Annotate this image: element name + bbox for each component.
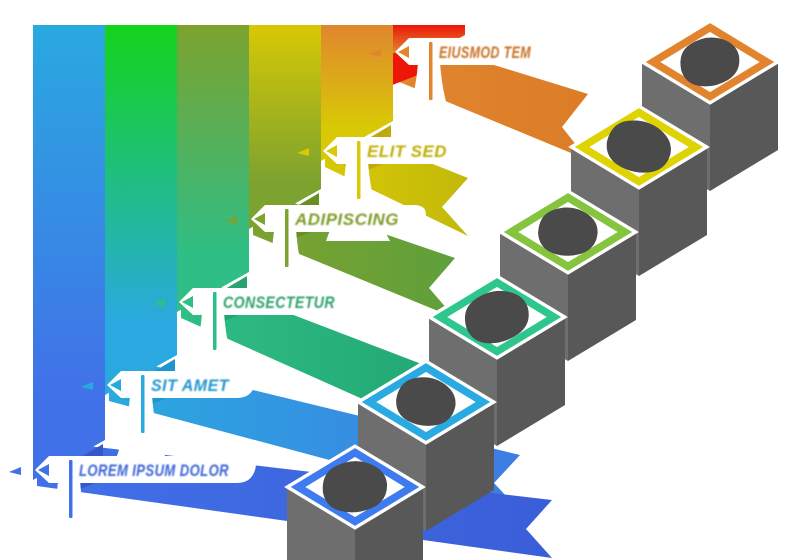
flag-dash [81,382,93,390]
ribbon-label: EIUSMOD TEM [439,44,532,62]
flag-marker-icon: LOREM IPSUM DOLOR [9,456,256,560]
ribbon-tail [397,35,588,160]
ribbon-label: ADIPISCING [294,211,399,229]
stair-2 [355,359,497,531]
flag-pennant [395,38,558,65]
ribbon-band [321,25,393,161]
flag-dash [153,299,165,307]
flag-drape [38,480,102,560]
stair-1 [284,444,426,560]
ore-blob-icon [606,120,671,173]
ribbon-label: CONSECTETUR [223,294,335,312]
flag-pole [69,460,73,518]
ore-blob-icon [680,37,740,87]
ribbon-band [105,25,177,395]
ribbon-label: LOREM IPSUM DOLOR [79,462,229,480]
ribbon-band [177,25,249,312]
ribbon-label: ELIT SED [367,143,447,161]
flag-chevron [326,145,337,157]
flag-drape [398,62,462,142]
flag-dash [369,49,381,57]
flag-chevron [254,213,265,225]
flag-chevron [182,296,193,308]
flag-marker-icon: EIUSMOD TEM [369,38,558,142]
flag-pole [285,209,289,267]
flag-pennant [179,288,362,315]
flag-chevron [398,46,409,58]
flag-pennant [35,456,256,483]
flag-chevron [110,379,121,391]
flag-pennant [251,205,426,232]
ribbon-band [249,25,321,229]
ore-blob-icon [538,207,598,256]
flag-marker-icon: SIT AMET [81,371,256,475]
ore-blob-icon [464,290,529,344]
flag-pole [357,141,361,199]
flag-pennant [323,137,474,164]
flag-pole [429,42,433,100]
staircase [284,19,781,560]
ribbon-label: SIT AMET [151,377,230,395]
flag-drape [110,395,174,475]
ribbon-band [33,25,105,480]
flag-pole [141,375,145,433]
flag-callouts: EIUSMOD TEM ELIT SED ADIPISCING CONSECTETUR… [9,38,558,560]
flag-dash [225,216,237,224]
step-right-face [355,487,423,560]
ore-blob-icon [396,377,456,426]
flag-pole [213,292,217,350]
step-left-face [287,487,355,560]
flag-dash [9,467,21,475]
flag-chevron [38,464,49,476]
ore-blob-icon [322,461,388,513]
flag-dash [297,148,309,156]
